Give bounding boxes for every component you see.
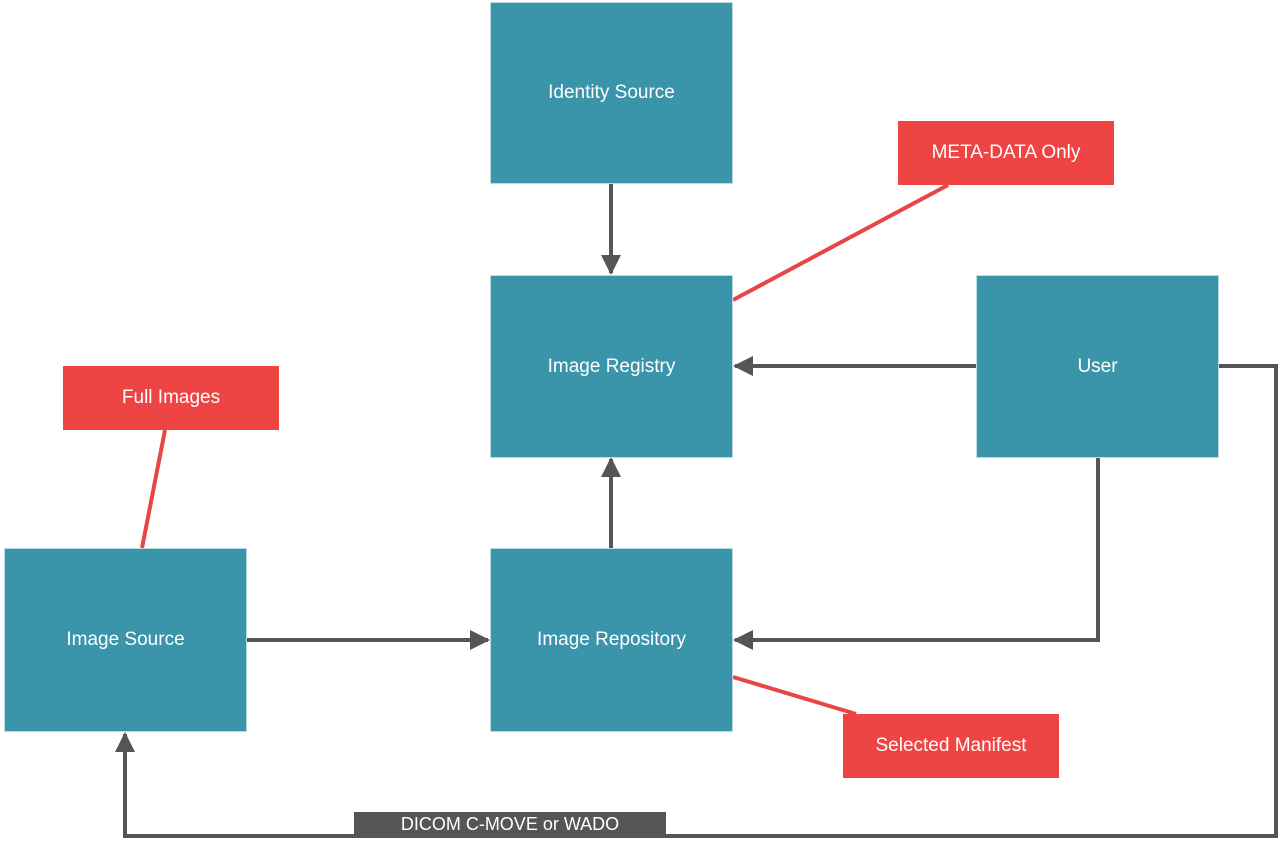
node-image-source-label: Image Source [66, 629, 185, 650]
edge-label-dicom: DICOM C-MOVE or WADO [354, 812, 666, 836]
note-selected-manifest[interactable]: Selected Manifest [843, 714, 1059, 778]
annotation-line-full-images [140, 429, 167, 549]
note-full-images[interactable]: Full Images [63, 366, 279, 430]
annotation-line-selected-manifest [732, 675, 857, 716]
node-user[interactable]: User [976, 275, 1219, 458]
note-meta-data-only[interactable]: META-DATA Only [898, 121, 1114, 185]
node-identity-source-label: Identity Source [548, 82, 675, 103]
node-image-source[interactable]: Image Source [4, 548, 247, 732]
edge-label-dicom-text: DICOM C-MOVE or WADO [400, 813, 620, 834]
node-user-label: User [1077, 355, 1118, 377]
edge-user-to-source [115, 364, 1278, 838]
note-full-images-label: Full Images [121, 387, 221, 408]
node-image-repository-label: Image Repository [537, 629, 686, 650]
node-image-registry-label: Image Registry [547, 355, 676, 377]
note-selected-manifest-label: Selected Manifest [875, 735, 1027, 756]
node-identity-source[interactable]: Identity Source [490, 2, 733, 184]
node-image-repository[interactable]: Image Repository [490, 548, 733, 732]
annotation-line-meta-data [732, 183, 949, 302]
edge-user-to-repository [733, 457, 1100, 650]
note-meta-data-only-label: META-DATA Only [931, 142, 1081, 163]
node-image-registry[interactable]: Image Registry [490, 275, 733, 458]
